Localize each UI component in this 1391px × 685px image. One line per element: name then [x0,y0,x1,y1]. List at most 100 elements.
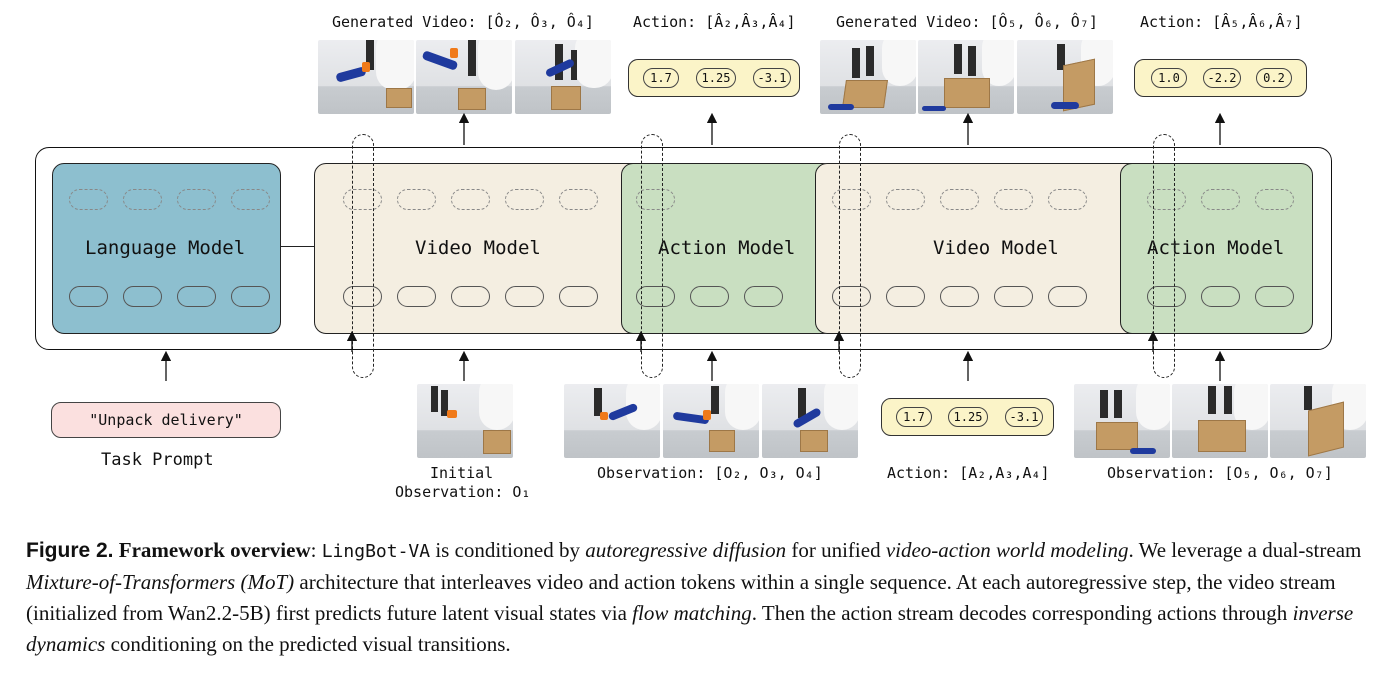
observation-o6-image [1172,384,1268,458]
action-value-pill: 1.0 [1151,68,1187,88]
token-input [505,286,544,307]
token-placeholder [1201,189,1240,210]
token-placeholder [505,189,544,210]
caption-emphasis: flow matching [632,601,752,625]
action-value-pill: -3.1 [753,68,791,88]
input-action-box: 1.7 1.25 -3.1 [881,398,1054,436]
token-placeholder [994,189,1033,210]
predicted-action-box-1: 1.7 1.25 -3.1 [628,59,800,97]
initial-observation-image [417,384,513,458]
token-input [744,286,783,307]
token-placeholder [397,189,436,210]
figure-caption: Figure 2. Framework overview: LingBot-VA… [26,535,1376,660]
token-input [1147,286,1186,307]
initial-observation-label-line1: Initial [430,464,494,482]
language-model-block: Language Model [52,163,281,334]
action-value-pill: -2.2 [1203,68,1241,88]
token-placeholder [1255,189,1294,210]
token-placeholder [69,189,108,210]
caption-text: . We leverage a dual-stream [1128,538,1362,562]
token-placeholder [123,189,162,210]
token-input [1048,286,1087,307]
caption-title: Framework overview [118,538,311,562]
caption-text: architecture that interleaves video and … [26,570,1336,625]
generated-frame-o3-image [416,40,512,114]
token-placeholder [231,189,270,210]
generated-frame-o6-image [918,40,1014,114]
observation-o3-image [663,384,759,458]
token-input [69,286,108,307]
observation-o2-image [564,384,660,458]
action-model-title-2: Action Model [1147,237,1285,259]
token-placeholder [559,189,598,210]
token-input [636,286,675,307]
task-prompt-box: "Unpack delivery" [51,402,281,438]
autoregressive-loop [352,134,374,378]
caption-emphasis: Mixture-of-Transformers (MoT) [26,570,295,594]
predicted-action-box-2: 1.0 -2.2 0.2 [1134,59,1307,97]
action-model-block-2: Action Model [1120,163,1313,334]
token-placeholder [451,189,490,210]
action-value-pill: 1.7 [896,407,932,427]
action-value-pill: 1.25 [696,68,736,88]
token-input [1255,286,1294,307]
token-placeholder [886,189,925,210]
autoregressive-loop [641,134,663,378]
input-action-label: Action: [A₂,A₃,A₄] [887,464,1050,482]
action-value-pill: 1.7 [643,68,679,88]
generated-video-label-1: Generated Video: [Ô₂, Ô₃, Ô₄] [332,13,594,31]
token-input [832,286,871,307]
token-input [940,286,979,307]
predicted-action-label-1: Action: [Â₂,Â₃,Â₄] [633,13,796,31]
action-value-pill: 1.25 [948,407,988,427]
action-model-title-1: Action Model [658,237,796,259]
token-input [690,286,729,307]
token-placeholder [177,189,216,210]
generated-frame-o2-image [318,40,414,114]
generated-frame-o7-image [1017,40,1113,114]
token-input [231,286,270,307]
token-input [397,286,436,307]
caption-text: is conditioned by [430,538,586,562]
caption-text: conditioning on the predicted visual tra… [105,632,511,656]
token-placeholder [832,189,871,210]
action-model-block-1: Action Model [621,163,835,334]
token-placeholder [940,189,979,210]
video-model-block-1: Video Model [314,163,644,334]
video-model-title-2: Video Model [933,237,1059,259]
token-placeholder [636,189,675,210]
language-video-connector [281,246,314,247]
figure-number: Figure 2. [26,539,114,562]
autoregressive-loop [1153,134,1175,378]
observation-o4-image [762,384,858,458]
token-input [123,286,162,307]
observation-o7-image [1270,384,1366,458]
language-model-title: Language Model [85,237,246,259]
caption-model-name: LingBot-VA [321,541,431,562]
observation-label-2: Observation: [O₅, O₆, O₇] [1107,464,1333,482]
token-placeholder [343,189,382,210]
token-placeholder [1147,189,1186,210]
token-input [886,286,925,307]
video-model-block-2: Video Model [815,163,1145,334]
caption-emphasis: autoregressive diffusion [585,538,787,562]
action-value-pill: -3.1 [1005,407,1043,427]
observation-o5-image [1074,384,1170,458]
task-prompt-label: Task Prompt [101,450,214,470]
generated-frame-o5-image [820,40,916,114]
generated-frame-o4-image [515,40,611,114]
caption-emphasis: video-action world modeling [885,538,1129,562]
generated-video-label-2: Generated Video: [Ô₅, Ô₆, Ô₇] [836,13,1098,31]
observation-label-1: Observation: [O₂, O₃, O₄] [597,464,823,482]
caption-text: : [310,538,322,562]
predicted-action-label-2: Action: [Â₅,Â₆,Â₇] [1140,13,1303,31]
caption-text: . Then the action stream decodes corresp… [751,601,1293,625]
model-container [35,147,1332,350]
action-value-pill: 0.2 [1256,68,1292,88]
token-input [451,286,490,307]
token-input [559,286,598,307]
token-placeholder [1048,189,1087,210]
initial-observation-label-line2: Observation: O₁ [395,483,531,501]
token-input [343,286,382,307]
